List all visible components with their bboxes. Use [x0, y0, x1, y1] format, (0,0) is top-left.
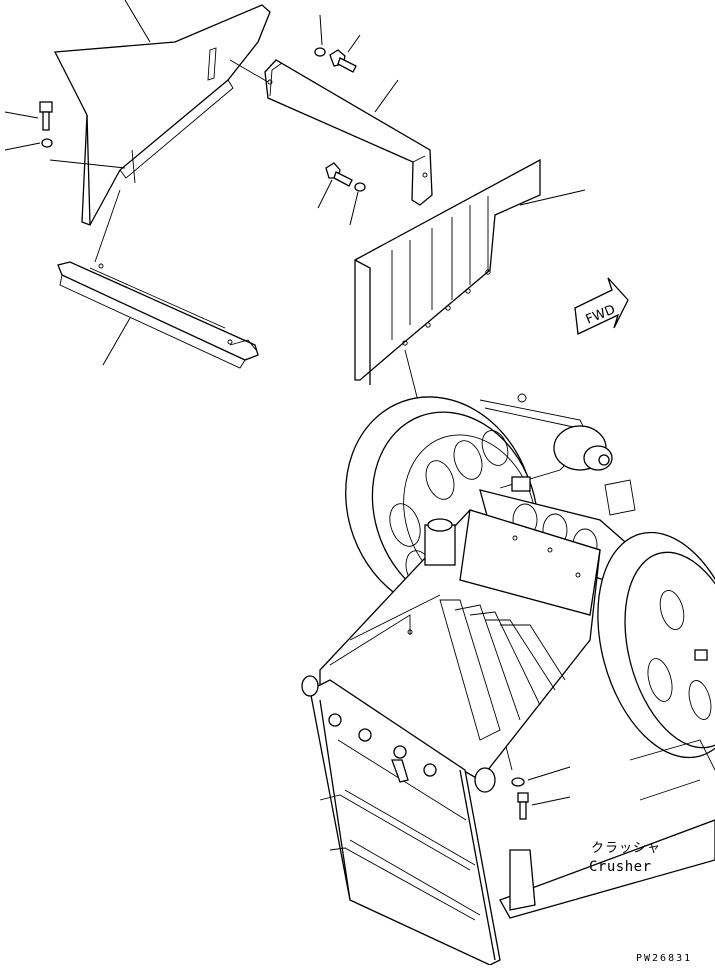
lower-rail-bracket [57, 261, 259, 369]
left-cover-plate [53, 4, 271, 226]
middle-cover-plate [264, 59, 433, 206]
washer-lower [511, 777, 525, 787]
washer-middle [354, 182, 366, 192]
component-label-en: Crusher [589, 859, 652, 875]
right-ribbed-plate [354, 158, 541, 385]
bolt-upper-left [39, 101, 53, 131]
crusher-assembly [301, 393, 715, 966]
bolt-lower [517, 792, 529, 820]
crusher-base [499, 739, 715, 919]
drawing-id: PW26831 [636, 953, 692, 964]
washer-top [314, 47, 326, 57]
crusher-frame [319, 509, 601, 781]
belt-drive [479, 393, 636, 516]
bolt-top [329, 49, 357, 73]
bolt-middle [325, 162, 353, 187]
crusher-front-face [301, 675, 501, 966]
component-label-jp: クラッシャ [591, 841, 661, 856]
washer-upper-left [41, 138, 53, 148]
forward-arrow-icon: FWD [574, 277, 629, 335]
